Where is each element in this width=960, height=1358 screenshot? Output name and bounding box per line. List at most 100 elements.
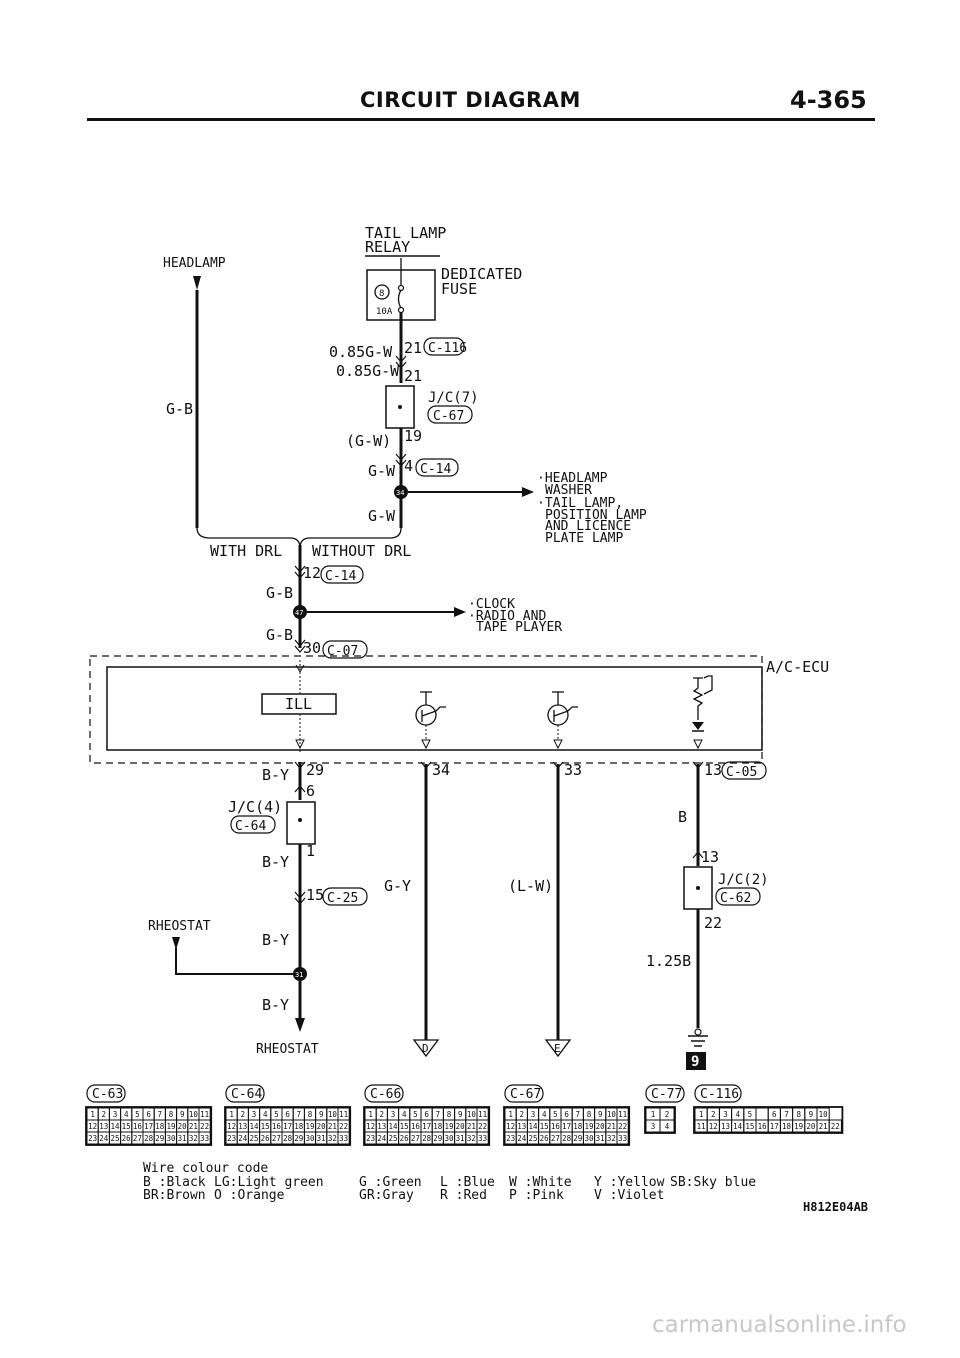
connector-pin-number: 1 <box>90 1110 95 1119</box>
rheostat-branch-wire <box>175 948 293 975</box>
legend-entry: O :Orange <box>214 1188 285 1203</box>
wire-125b-label: 1.25B <box>646 952 691 970</box>
ground-point-badge <box>686 1052 706 1070</box>
connector-pin-number: 3 <box>252 1110 257 1119</box>
connector-pin-number: 22 <box>478 1122 487 1131</box>
connector-pin-number: 20 <box>806 1122 816 1131</box>
legend-entry: SB:Sky blue <box>670 1175 756 1190</box>
connector-mark-15 <box>294 891 306 905</box>
c05-connector-ref <box>721 761 767 780</box>
rheostat-label-2: RHEOSTAT <box>256 1042 319 1057</box>
connector-pin-number: 21 <box>328 1122 337 1131</box>
connector-pin-number: 7 <box>576 1110 581 1119</box>
c64-connector-ref <box>230 815 276 834</box>
splice-node-34 <box>394 485 408 499</box>
pin-1-label: 1 <box>306 842 315 860</box>
connector-pin-number: 2 <box>711 1110 716 1119</box>
connector-housing <box>503 1106 631 1146</box>
connector-pin-cell <box>828 1119 842 1133</box>
c62-connector-ref <box>715 887 761 906</box>
gb-wire-label: G-B <box>166 400 193 418</box>
by-label-4: B-Y <box>262 996 289 1014</box>
connector-pin-number: 14 <box>388 1122 398 1131</box>
c116-label: C-116 <box>428 341 467 356</box>
wire-085gw-label: 0.85G-W <box>329 343 393 361</box>
connector-pin-number: 5 <box>553 1110 558 1119</box>
pin-15-label: 15 <box>306 886 324 904</box>
connector-pin-number: 32 <box>467 1134 476 1143</box>
connector-pin-number: 13 <box>517 1122 526 1131</box>
flag-d-label: D <box>422 1042 429 1055</box>
connector-pin-number: 26 <box>122 1134 132 1143</box>
connector-pin-cell <box>476 1131 489 1145</box>
connector-pin-number: 2 <box>102 1110 107 1119</box>
ill-label: ILL <box>285 695 312 713</box>
connector-pin-number: 9 <box>809 1110 814 1119</box>
jc4-box <box>286 801 316 845</box>
dedicated-fuse-label-2: FUSE <box>441 280 477 298</box>
lw-label: (L-W) <box>508 877 553 895</box>
connector-pin-number: 15 <box>261 1122 270 1131</box>
connector-pin-number: 22 <box>618 1122 627 1131</box>
connector-pin-number: 18 <box>782 1122 792 1131</box>
connector-pin-number: 31 <box>596 1134 605 1143</box>
connector-pin-number: 7 <box>436 1110 441 1119</box>
connector-name: C-67 <box>510 1087 541 1102</box>
connector-name: C-63 <box>92 1087 123 1102</box>
connector-pin-number: 6 <box>424 1110 429 1119</box>
connector-pin-number: 25 <box>528 1134 537 1143</box>
connector-name-frame <box>694 1084 742 1103</box>
pin-19-label: 19 <box>404 427 422 445</box>
pin-21b-label: 21 <box>404 367 422 385</box>
c25-connector-ref <box>322 887 368 906</box>
gw-label-1: G-W <box>368 462 396 480</box>
connector-mark-6 <box>294 785 306 793</box>
connector-pin-number: 24 <box>99 1134 109 1143</box>
legend-entry: W :White <box>509 1175 572 1190</box>
connector-pin-number: 17 <box>422 1122 431 1131</box>
connector-mark-12 <box>294 565 306 579</box>
connector-name-frame <box>225 1084 265 1103</box>
dest-position-lamp: POSITION LAMP <box>545 508 647 523</box>
connector-pin-number: 1 <box>699 1110 704 1119</box>
connector-pin-number: 20 <box>456 1122 466 1131</box>
legend-entry: Y :Yellow <box>594 1175 665 1190</box>
connector-pin-number: 13 <box>721 1122 730 1131</box>
legend-entry: LG:Light green <box>214 1175 324 1190</box>
connector-pin-number: 11 <box>478 1110 487 1119</box>
connector-pin-number: 19 <box>444 1122 453 1131</box>
connector-pin-number: 29 <box>433 1134 442 1143</box>
connector-pin-number: 26 <box>400 1134 410 1143</box>
jc4-label: J/C(4) <box>228 798 282 816</box>
acecu-label: A/C-ECU <box>766 658 829 676</box>
connector-pin-number: 27 <box>272 1134 281 1143</box>
connector-pin-number: 4 <box>665 1122 670 1131</box>
ill-box <box>261 693 337 715</box>
pin-13a-label: 13 <box>704 761 722 779</box>
connector-pin-number: 8 <box>308 1110 313 1119</box>
pin-34b-label: 34 <box>432 761 450 779</box>
pin-30-label: 30 <box>303 639 321 657</box>
connector-pin-number: 14 <box>110 1122 120 1131</box>
connector-pin-number: 21 <box>467 1122 476 1131</box>
connector-pin-number: 3 <box>531 1110 536 1119</box>
gw-label-2: G-W <box>368 507 396 525</box>
dest-clock: ·CLOCK <box>468 597 515 612</box>
connector-pin-number: 12 <box>709 1122 718 1131</box>
connector-pin-number: 15 <box>122 1122 131 1131</box>
jc7-label: J/C(7) <box>428 390 479 406</box>
connector-pin-number: 32 <box>328 1134 337 1143</box>
connector-pin-number: 9 <box>598 1110 603 1119</box>
connector-name: C-66 <box>370 1087 401 1102</box>
connector-pin-number: 18 <box>155 1122 165 1131</box>
jc2-dot <box>696 886 700 890</box>
rheostat-arrow <box>172 937 180 950</box>
connector-pin-number: 18 <box>294 1122 304 1131</box>
connector-pin-cell <box>198 1131 211 1145</box>
connector-pin-number: 15 <box>540 1122 549 1131</box>
connector-pin-number: 8 <box>169 1110 174 1119</box>
pin-12-label: 12 <box>303 564 321 582</box>
without-drl-label: WITHOUT DRL <box>312 542 411 560</box>
connector-pin-number: 11 <box>339 1110 348 1119</box>
connector-pin-number: 20 <box>596 1122 606 1131</box>
